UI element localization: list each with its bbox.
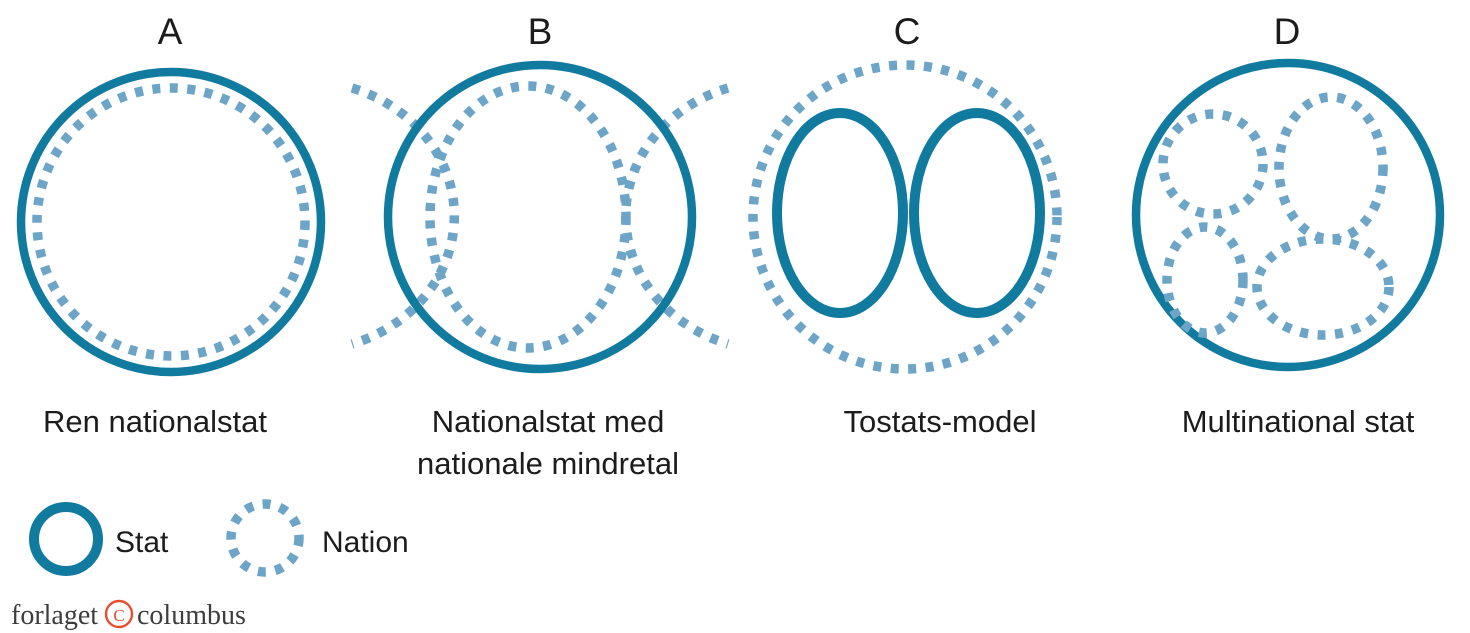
state-ellipse-right	[909, 108, 1045, 318]
legend-nation-label: Nation	[322, 526, 409, 559]
nation-dotted-ellipse	[425, 81, 631, 353]
nation-dotted-arc-right	[621, 83, 730, 349]
copyright-circle-icon	[104, 599, 134, 629]
panel-c-letter: C	[894, 11, 921, 52]
nation-dotted-ellipse-topright	[1274, 92, 1388, 244]
logo-word-forlaget: forlaget	[11, 600, 98, 631]
panel-a-caption: Ren nationalstat	[43, 404, 267, 439]
nation-dotted-ellipse-bottomright	[1252, 234, 1394, 340]
nation-dotted-circle-topleft	[1158, 109, 1268, 219]
legend: Stat Nation	[29, 499, 409, 577]
logo-word-columbus: columbus	[137, 600, 246, 631]
copyright-letter: C	[113, 606, 124, 625]
panel-tostats-model: C Tostats-model	[748, 11, 1062, 439]
nation-dotted-circle	[32, 83, 310, 361]
state-ellipse-left	[772, 108, 908, 318]
publisher-logo: forlaget C columbus	[11, 599, 246, 631]
panel-d-letter: D	[1274, 11, 1301, 52]
legend-state-label: Stat	[115, 526, 169, 559]
panel-nationalstat-med-mindretal: B Nationalstat med nationale mindretal	[350, 11, 730, 481]
panel-ren-nationalstat: A Ren nationalstat	[16, 11, 326, 439]
legend-nation-icon	[226, 499, 304, 577]
nation-dotted-arc-left	[350, 83, 459, 349]
state-circle	[1131, 58, 1445, 372]
panel-a-letter: A	[158, 11, 183, 52]
panel-b-caption-line2: nationale mindretal	[417, 446, 679, 481]
panel-c-caption: Tostats-model	[844, 404, 1037, 439]
panel-b-caption-line1: Nationalstat med	[432, 404, 665, 439]
state-circle	[383, 60, 697, 374]
panel-multinational-stat: D Multinational stat	[1131, 11, 1445, 439]
nation-dotted-circle	[748, 60, 1062, 374]
panel-d-caption: Multinational stat	[1182, 404, 1415, 439]
nation-dotted-ellipse-bottomleft	[1162, 222, 1248, 338]
panel-b-letter: B	[528, 11, 553, 52]
legend-state-icon	[29, 502, 103, 576]
state-circle	[16, 67, 326, 377]
